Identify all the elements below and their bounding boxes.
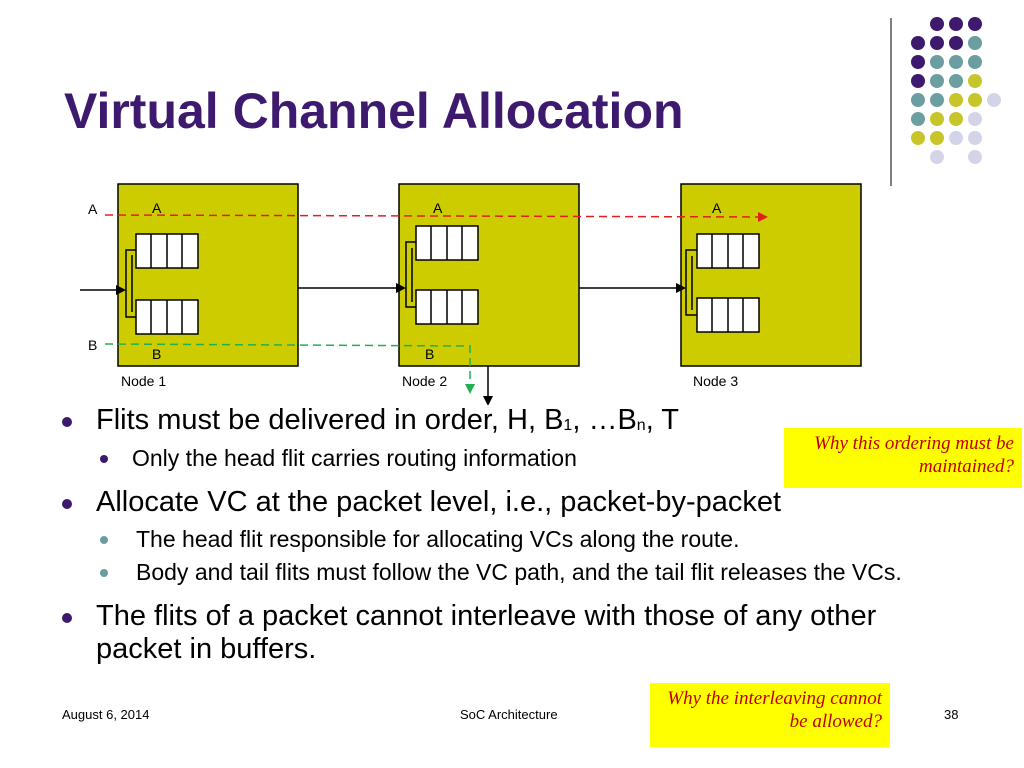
decorative-dot: [987, 93, 1001, 107]
callout-ordering-question: Why this ordering must be maintained?: [784, 428, 1022, 488]
bullet-list: Flits must be delivered in order, H, B1,…: [60, 404, 960, 673]
page-number: 38: [944, 707, 959, 722]
decorative-dot: [968, 74, 982, 88]
subbullet-body-tail: Body and tail flits must follow the VC p…: [60, 559, 960, 586]
decorative-dot: [949, 36, 963, 50]
decorative-dot: [968, 131, 982, 145]
footer-title: SoC Architecture: [460, 707, 558, 722]
divider-line: [890, 18, 892, 186]
decorative-dot: [968, 112, 982, 126]
node-1-box: [117, 183, 299, 367]
node-1-vc-a: A: [152, 200, 162, 216]
slide-title: Virtual Channel Allocation: [64, 83, 684, 139]
path-a-dashed: [104, 211, 768, 222]
decorative-dot: [949, 112, 963, 126]
decorative-dot: [930, 131, 944, 145]
decorative-dot: [911, 55, 925, 69]
decorative-dot: [911, 36, 925, 50]
decorative-dot: [911, 74, 925, 88]
node-3-box: [680, 183, 862, 367]
node-2-vc-b: B: [425, 346, 434, 362]
decorative-dot: [911, 112, 925, 126]
subbullet-head-allocates: The head flit responsible for allocating…: [60, 526, 960, 553]
input-label-a: A: [88, 201, 98, 217]
decorative-dot: [911, 131, 925, 145]
node-1-vc-b: B: [152, 346, 161, 362]
decorative-dot: [968, 93, 982, 107]
node-1-label: Node 1: [121, 373, 166, 389]
subbullet-head-flit: Only the head flit carries routing infor…: [60, 445, 960, 472]
decorative-dot: [930, 36, 944, 50]
decorative-dot: [949, 55, 963, 69]
node-3-buffers: [696, 233, 760, 333]
decorative-dot: [911, 93, 925, 107]
decorative-dot: [930, 55, 944, 69]
decorative-dot: [949, 93, 963, 107]
bullet-allocate-vc: Allocate VC at the packet level, i.e., p…: [60, 486, 960, 519]
callout-interleaving-question: Why the interleaving cannot be allowed?: [650, 683, 890, 747]
decorative-dot: [930, 74, 944, 88]
footer-date: August 6, 2014: [62, 707, 150, 722]
decorative-dot: [930, 93, 944, 107]
decorative-dot: [968, 36, 982, 50]
node-2-label: Node 2: [402, 373, 447, 389]
node-3-label: Node 3: [693, 373, 738, 389]
decorative-dot: [930, 112, 944, 126]
node-2-buffers: [415, 225, 479, 325]
bullet-ordering: Flits must be delivered in order, H, B1,…: [60, 404, 960, 442]
node-3-vc-a: A: [712, 200, 722, 216]
decorative-dot: [949, 17, 963, 31]
decorative-dot: [968, 17, 982, 31]
node-2-vc-a: A: [433, 200, 443, 216]
bullet-no-interleave: The flits of a packet cannot interleave …: [60, 600, 960, 666]
node-1-buffers: [135, 233, 199, 335]
decorative-dot: [949, 131, 963, 145]
decorative-dot: [968, 150, 982, 164]
input-label-b: B: [88, 337, 97, 353]
decorative-dot: [930, 17, 944, 31]
node-2-box: [398, 183, 580, 367]
path-b-dashed: [104, 343, 475, 394]
decorative-dot-grid: [911, 17, 1001, 164]
link-arrows: [80, 283, 686, 405]
decorative-dot: [949, 74, 963, 88]
decorative-dot: [930, 150, 944, 164]
decorative-dot: [968, 55, 982, 69]
vc-diagram: A B A A A B B Node 1 Node 2 Node 3: [80, 183, 862, 405]
